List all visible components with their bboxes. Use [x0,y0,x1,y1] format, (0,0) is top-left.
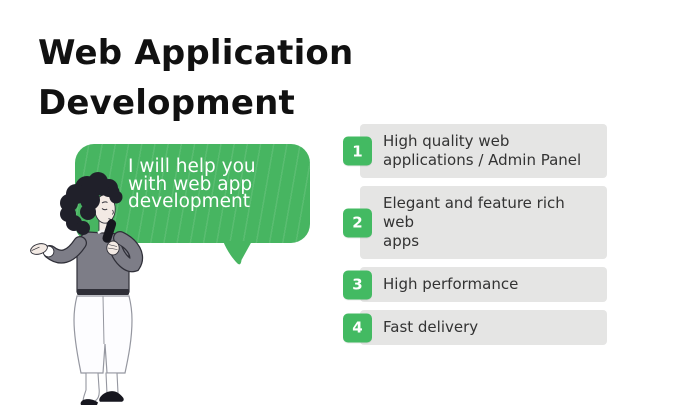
bubble-line-1: I will help you [128,156,256,177]
feature-number-badge: 4 [343,313,372,342]
woman-with-microphone-illustration [30,172,144,405]
page-title: Web Application Development [38,28,353,128]
feature-item-4: 4 Fast delivery [343,310,607,345]
feature-item-1: 1 High quality web applications / Admin … [343,124,607,178]
speech-bubble-tail-icon [223,241,252,265]
feature-text-line: High performance [383,275,519,293]
speech-bubble: I will help you with web app development [75,144,310,243]
feature-text-line: Fast delivery [383,318,479,336]
feature-text-line: Elegant and feature rich web [383,194,565,231]
feature-list: 1 High quality web applications / Admin … [343,124,607,345]
speech-bubble-text: I will help you with web app development [128,158,256,211]
feature-item-3: 3 High performance [343,267,607,302]
feature-text-line: High quality web [383,132,510,150]
feature-text: High quality web applications / Admin Pa… [360,124,607,178]
feature-number-badge: 1 [343,136,372,166]
feature-text: Elegant and feature rich web apps [360,186,607,259]
title-line-1: Web Application [38,33,354,73]
feature-number-badge: 2 [343,208,372,237]
feature-text-line: apps [383,232,420,250]
title-line-2: Development [38,83,296,123]
feature-number-badge: 3 [343,270,372,299]
feature-text-line: applications / Admin Panel [383,151,582,169]
bubble-line-3: development [128,191,251,212]
feature-text: Fast delivery [360,310,607,345]
feature-item-2: 2 Elegant and feature rich web apps [343,186,607,259]
feature-text: High performance [360,267,607,302]
bubble-line-2: with web app [128,173,253,195]
